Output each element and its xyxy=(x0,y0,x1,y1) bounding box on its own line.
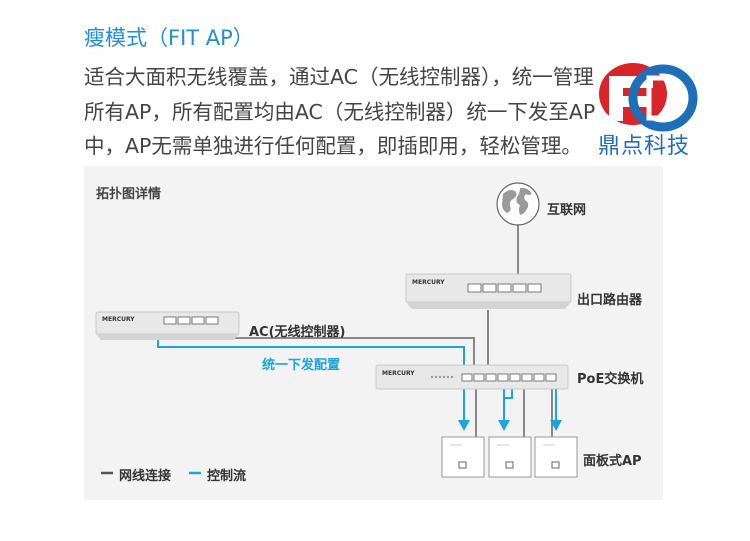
description-line-2: 所有AP，所有配置均由AC（无线控制器）统一下发至AP xyxy=(84,99,596,124)
ac-device xyxy=(95,311,240,340)
description: 适合大面积无线覆盖，通过AC（无线控制器），统一管理 所有AP，所有配置均由AC… xyxy=(84,60,595,164)
router-brand: MERCURY xyxy=(412,279,445,286)
arrow-ap1 xyxy=(458,420,470,431)
watermark-text: 鼎点科技 xyxy=(598,134,691,159)
topology-panel: 拓扑图详情 互联网 出口路由器 AC(无线控制器) 统一下发配置 PoE交换机 … xyxy=(84,166,663,500)
cable-ac-poe xyxy=(164,337,475,369)
internet-label: 互联网 xyxy=(547,203,587,218)
ap-panel-2 xyxy=(488,436,532,478)
legend-control-label: 控制流 xyxy=(207,469,247,484)
description-line-1: 适合大面积无线覆盖，通过AC（无线控制器），统一管理 xyxy=(84,65,594,89)
legend-cable-label: 网线连接 xyxy=(119,469,172,484)
ap-panel-3 xyxy=(534,436,578,478)
router-label: 出口路由器 xyxy=(577,293,643,308)
poe-brand: MERCURY xyxy=(382,370,415,377)
diagram-heading: 拓扑图详情 xyxy=(96,187,162,202)
watermark-logo-icon xyxy=(599,63,698,132)
ap-panel-1 xyxy=(441,436,485,478)
ac-label: AC(无线控制器) xyxy=(249,325,346,340)
internet-globe-icon xyxy=(496,182,540,226)
section-title: 瘦模式（FIT AP） xyxy=(84,26,254,50)
router-device xyxy=(405,273,572,309)
config-label: 统一下发配置 xyxy=(262,358,341,373)
topology-diagram xyxy=(95,182,578,478)
poe-label: PoE交换机 xyxy=(577,372,644,387)
arrow-ap3 xyxy=(550,420,562,431)
poe-switch-device xyxy=(375,364,569,390)
description-line-3: 中，AP无需单独进行任何配置，即插即用，轻松管理。 xyxy=(84,134,582,158)
ac-brand: MERCURY xyxy=(102,316,135,323)
ap-label: 面板式AP xyxy=(583,454,642,469)
control-flow-ap2-b xyxy=(504,389,513,399)
arrow-ap2 xyxy=(498,420,510,431)
